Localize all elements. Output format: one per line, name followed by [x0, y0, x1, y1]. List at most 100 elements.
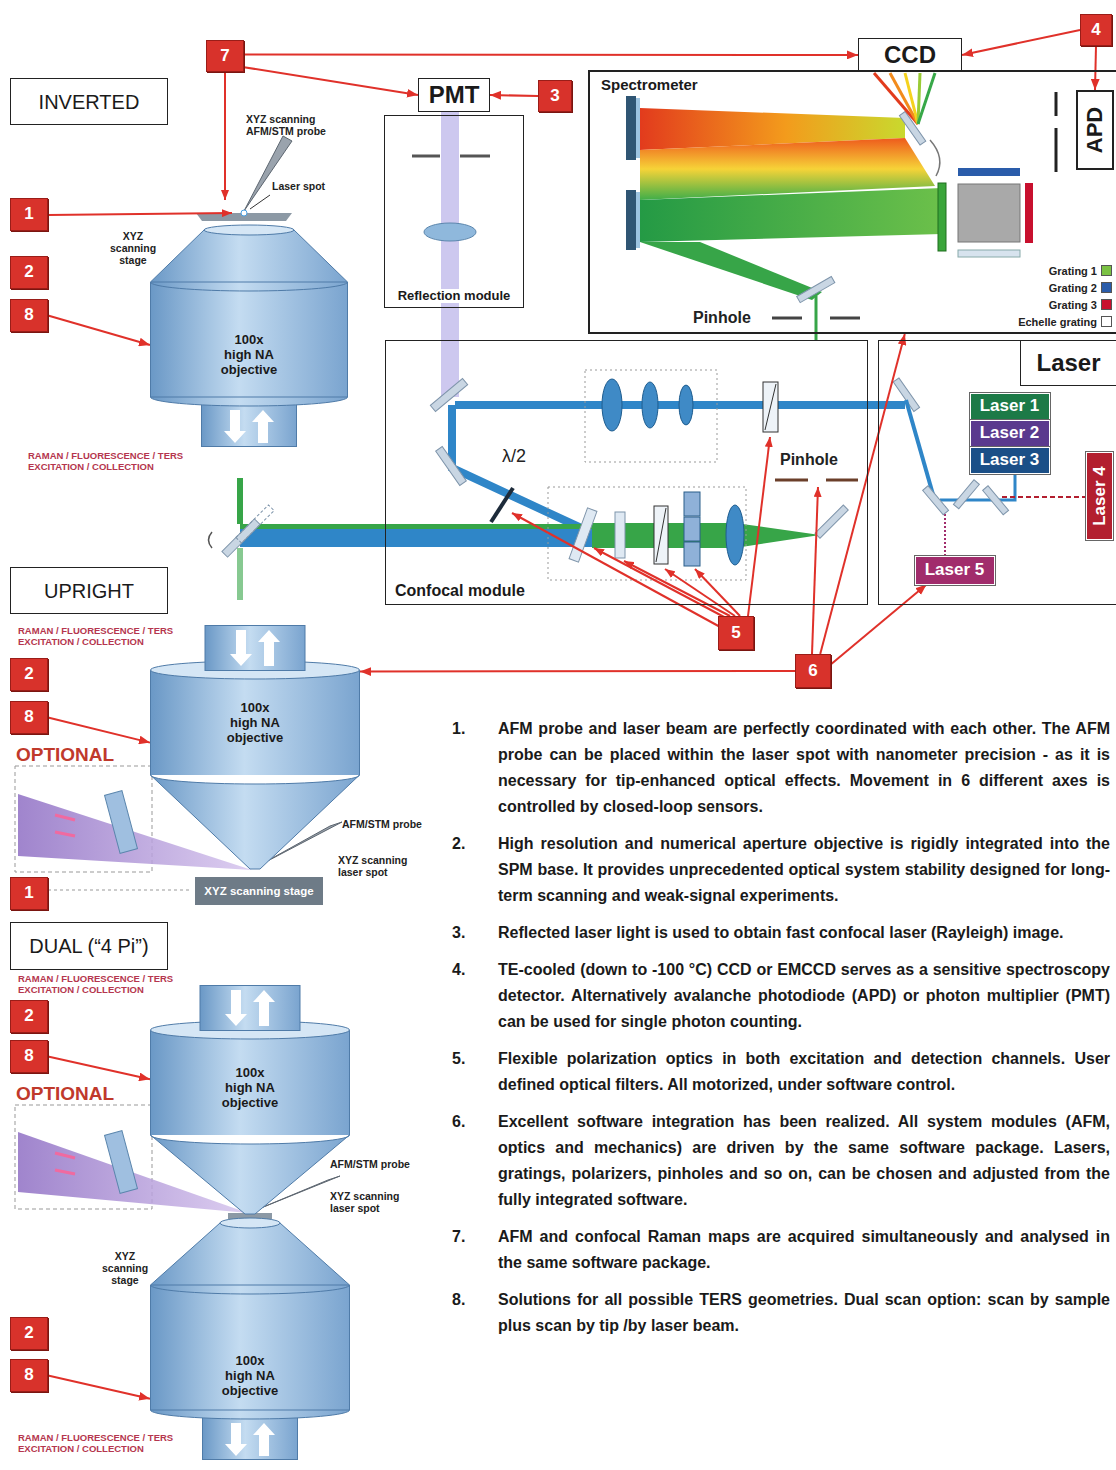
spectrometer-optics-part [930, 140, 940, 176]
legend-text: Grating 1 [1049, 265, 1097, 277]
confocal-optics-part [656, 508, 666, 562]
objective-part [347, 282, 348, 397]
spectrometer-optics-part [938, 183, 946, 251]
callout-box: 4 [1080, 14, 1112, 46]
spectrometer-optics-part [874, 73, 918, 124]
objective-part [151, 1285, 350, 1294]
spectrometer-optics-part [797, 277, 835, 303]
laser-optics-part [983, 486, 1009, 515]
option-label: OPTIONAL [16, 1083, 114, 1105]
mode-label: RAMAN / FLUORESCENCE / TERS EXCITATION /… [18, 625, 190, 647]
objective-part [204, 225, 294, 235]
legend-text: Echelle grating [1018, 316, 1097, 328]
spectrometer-optics-part [1025, 183, 1033, 243]
list-item: 6.Excellent software integration has bee… [452, 1109, 1110, 1213]
list-item: 3.Reflected laser light is used to obtai… [452, 920, 1110, 946]
objective-label: 100x high NA objective [226, 700, 284, 745]
spectrometer-optics-part [1055, 92, 1058, 116]
confocal-optics-part [585, 370, 717, 462]
option-label: OPTIONAL [16, 744, 114, 766]
detector-label: APD [1083, 107, 1107, 153]
callout-box: 2 [10, 1000, 48, 1033]
callout-box: 8 [10, 299, 48, 332]
reflection-optics-part [412, 155, 440, 158]
objective-lens: 100x high NA objective [150, 1215, 350, 1460]
callout-arrow [244, 53, 858, 56]
callout-number: 8 [24, 708, 33, 727]
setup-title-box: UPRIGHT [10, 567, 168, 614]
direction-arrow [252, 410, 274, 443]
objective-part [150, 1030, 151, 1135]
reflection-optics-part [460, 155, 490, 158]
spectrometer-optics-part [626, 190, 636, 250]
objective-label: 100x high NA objective [220, 332, 278, 377]
confocal-optics-part [679, 385, 693, 425]
spectrometer-region: SpectrometerAPD [588, 70, 1116, 334]
laser-optics-part [953, 480, 979, 509]
objective-part [200, 986, 300, 1031]
detector-label: PMT [429, 82, 480, 108]
callout-arrow [820, 334, 905, 654]
laser-label: Laser 5 [925, 561, 985, 580]
laser-optics-part [1000, 496, 1087, 498]
part-label: XYZ scanning stage [96, 1250, 154, 1286]
inverted-setup-part [250, 195, 270, 209]
confocal-optics-part [763, 382, 778, 432]
objective-part [151, 397, 348, 406]
confocal-optics-part [775, 479, 808, 482]
confocal-optics-part [548, 487, 746, 580]
legend-swatch [1101, 299, 1112, 310]
detector-box: APD [1076, 90, 1114, 170]
objective-part [151, 1410, 350, 1419]
dual-setup-part [105, 1131, 138, 1194]
callout-number: 2 [24, 1007, 33, 1026]
inverted-setup-part [224, 73, 226, 200]
callout-box: 2 [10, 256, 48, 289]
callout-box: 8 [10, 1040, 48, 1073]
list-number: 1. [452, 716, 498, 820]
leader-lines [512, 437, 818, 654]
objective-part [359, 670, 360, 775]
laser-region: LaserLaser 1Laser 2Laser 3Laser 4Laser 5 [878, 340, 1116, 605]
confocal-optics-part [430, 378, 467, 411]
dual-setup-part [55, 1170, 75, 1174]
part-label: Pinhole [693, 309, 751, 327]
confocal-optics-part [684, 542, 700, 566]
legend-swatch [1101, 265, 1112, 276]
direction-arrow [258, 630, 280, 666]
confocal-optics-part [815, 505, 848, 538]
part-label: AFM/STM probe [342, 818, 422, 830]
list-number: 3. [452, 920, 498, 946]
laser-label: Laser 2 [980, 424, 1040, 443]
objective-part [220, 1218, 280, 1228]
list-text: AFM probe and laser beam are perfectly c… [498, 716, 1110, 820]
spectrometer-optics-part [958, 184, 1020, 242]
module-heading: Laser [1020, 341, 1116, 386]
direction-arrow [253, 1423, 275, 1456]
callout-number: 5 [731, 624, 740, 643]
confocal-optics-part [491, 488, 513, 522]
feature-list: 1.AFM probe and laser beam are perfectly… [452, 716, 1110, 1350]
confocal-optics-part [237, 548, 243, 600]
leader-lines-part [594, 548, 726, 618]
callout-number: 1 [24, 884, 33, 903]
laser-optics-part [906, 400, 934, 498]
callout-box: 6 [795, 654, 831, 688]
objective-shape [150, 625, 360, 870]
spectrometer-optics-part [918, 73, 935, 124]
list-text: Reflected laser light is used to obtain … [498, 920, 1110, 946]
spectrometer-optics-part [958, 250, 1020, 257]
spectrometer-optics-part [905, 73, 918, 124]
objective-part [151, 775, 360, 869]
legend-row: Grating 1 [990, 262, 1112, 279]
dual-setup-part [55, 1153, 75, 1158]
callout-arrow [48, 316, 150, 346]
objective-part [349, 1285, 350, 1410]
callout-box: 5 [718, 616, 754, 650]
leader-lines-part [512, 513, 722, 628]
objective-lens: 100x high NA objective [150, 625, 360, 870]
confocal-optics-part [615, 512, 625, 558]
confocal-optics-part [592, 523, 820, 548]
confocal-optics-part [209, 532, 213, 548]
spectrometer-optics-part [640, 242, 822, 300]
